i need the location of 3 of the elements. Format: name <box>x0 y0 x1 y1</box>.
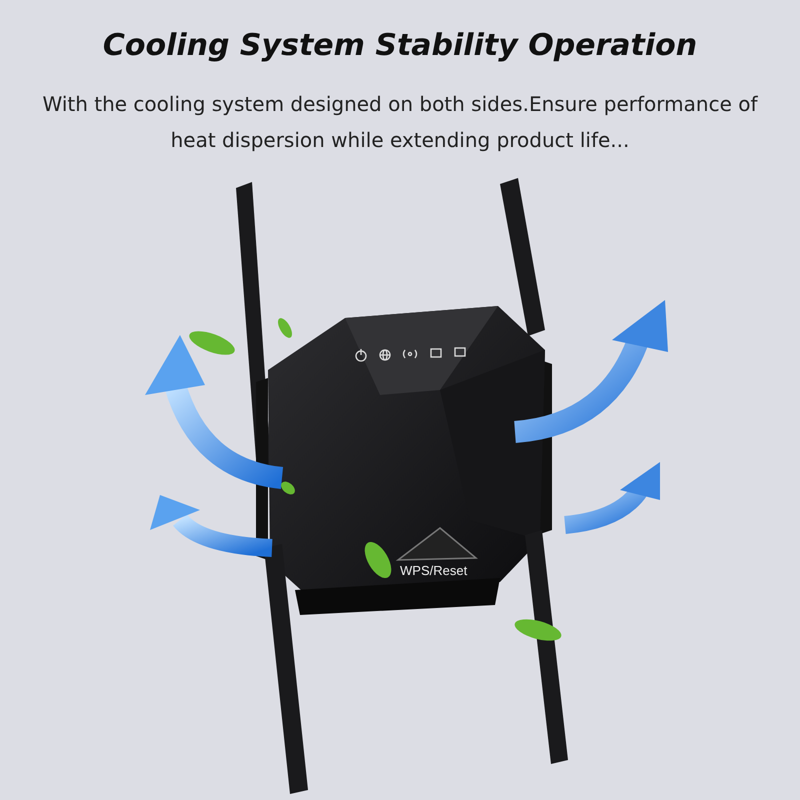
button-label: WPS/Reset <box>400 563 468 578</box>
description-text: With the cooling system designed on both sides.Ensure performance of heat dispersion while extending product life... <box>41 91 759 154</box>
heading: Cooling System Stability Operation <box>102 28 698 63</box>
